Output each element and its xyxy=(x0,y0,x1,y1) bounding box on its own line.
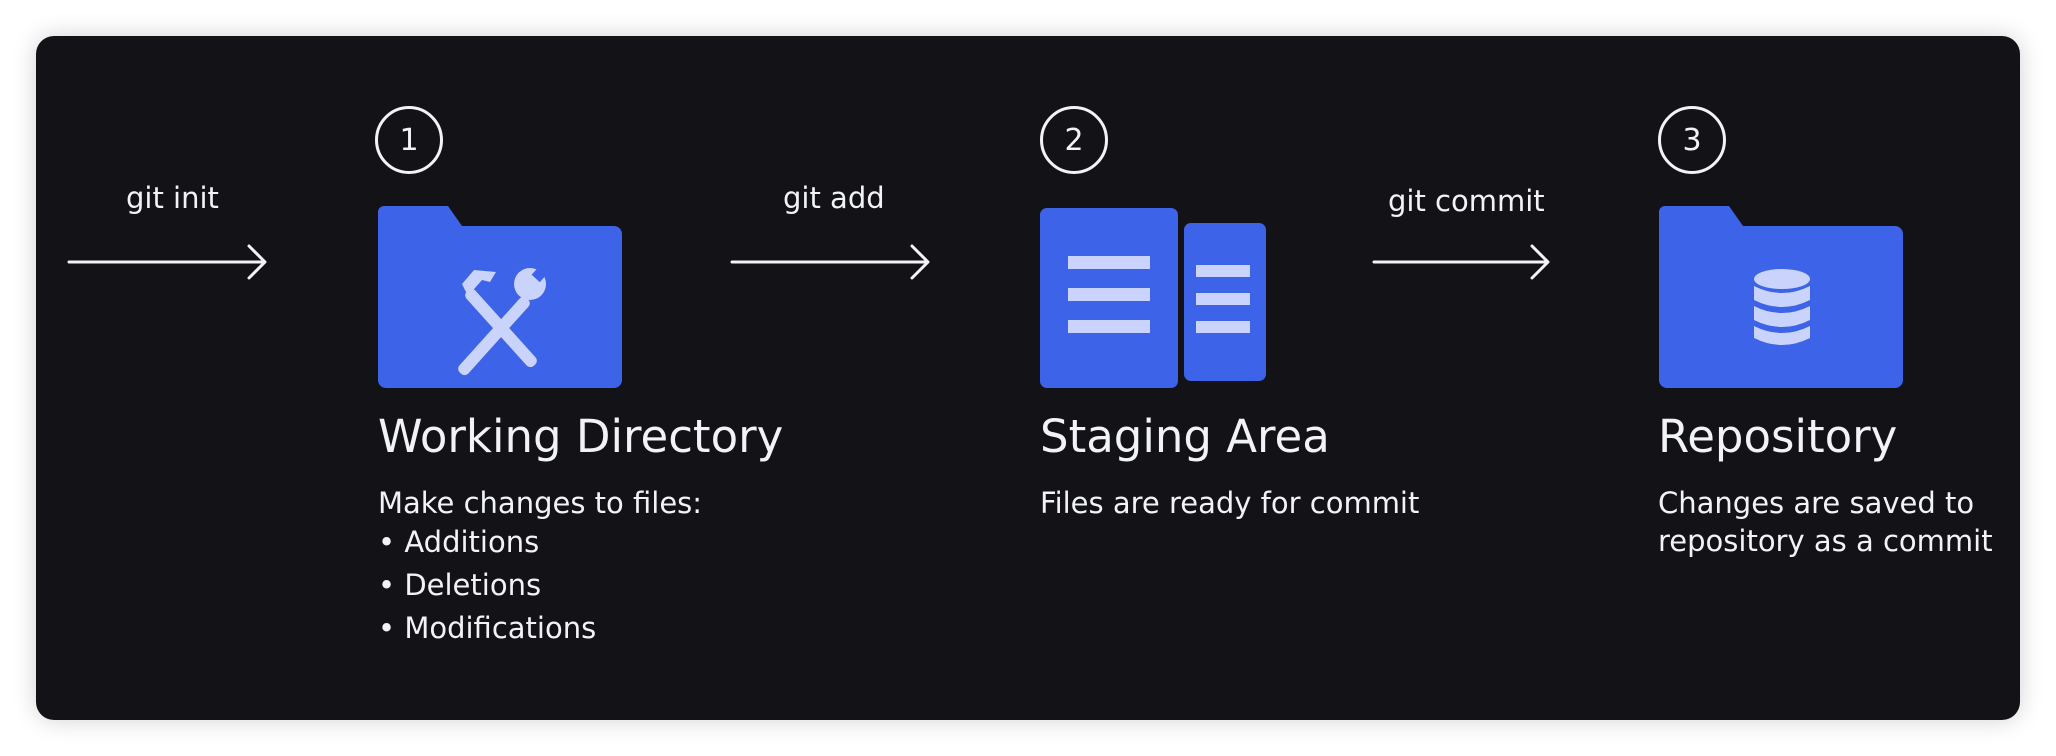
stage-title-working-directory: Working Directory xyxy=(378,410,784,463)
step-number-2: 2 xyxy=(1040,106,1108,174)
git-add-label: git add xyxy=(783,181,885,215)
stage-description-working-directory: Make changes to files: xyxy=(378,486,703,520)
diagram-card: git init git add git commit 1 2 3 xyxy=(36,36,2020,720)
git-workflow-diagram: git init git add git commit 1 2 3 xyxy=(36,36,2020,720)
stage-description-staging-area: Files are ready for commit xyxy=(1040,486,1420,520)
arrow-commit-icon xyxy=(1372,244,1550,280)
stage-description-repository-line-2: repository as a commit xyxy=(1658,524,1993,558)
arrows-layer xyxy=(67,244,1550,280)
stage-title-repository: Repository xyxy=(1658,410,1898,463)
git-commit-label: git commit xyxy=(1388,184,1545,218)
stage-title-staging-area: Staging Area xyxy=(1040,410,1330,463)
step-number-3: 3 xyxy=(1658,106,1726,174)
step-number-1: 1 xyxy=(375,106,443,174)
arrow-init-icon xyxy=(67,244,267,280)
change-types-list: Additions Deletions Modifications xyxy=(378,521,596,650)
list-item: Additions xyxy=(378,521,596,564)
list-item: Modifications xyxy=(378,607,596,650)
arrow-add-icon xyxy=(730,244,930,280)
folder-with-database-icon xyxy=(1659,206,1903,388)
list-item: Deletions xyxy=(378,564,596,607)
stage-description-repository-line-1: Changes are saved to xyxy=(1658,486,1975,520)
staged-documents-icon xyxy=(1040,208,1266,388)
git-init-label: git init xyxy=(126,181,219,215)
folder-with-hammer-wrench-icon xyxy=(378,206,622,388)
